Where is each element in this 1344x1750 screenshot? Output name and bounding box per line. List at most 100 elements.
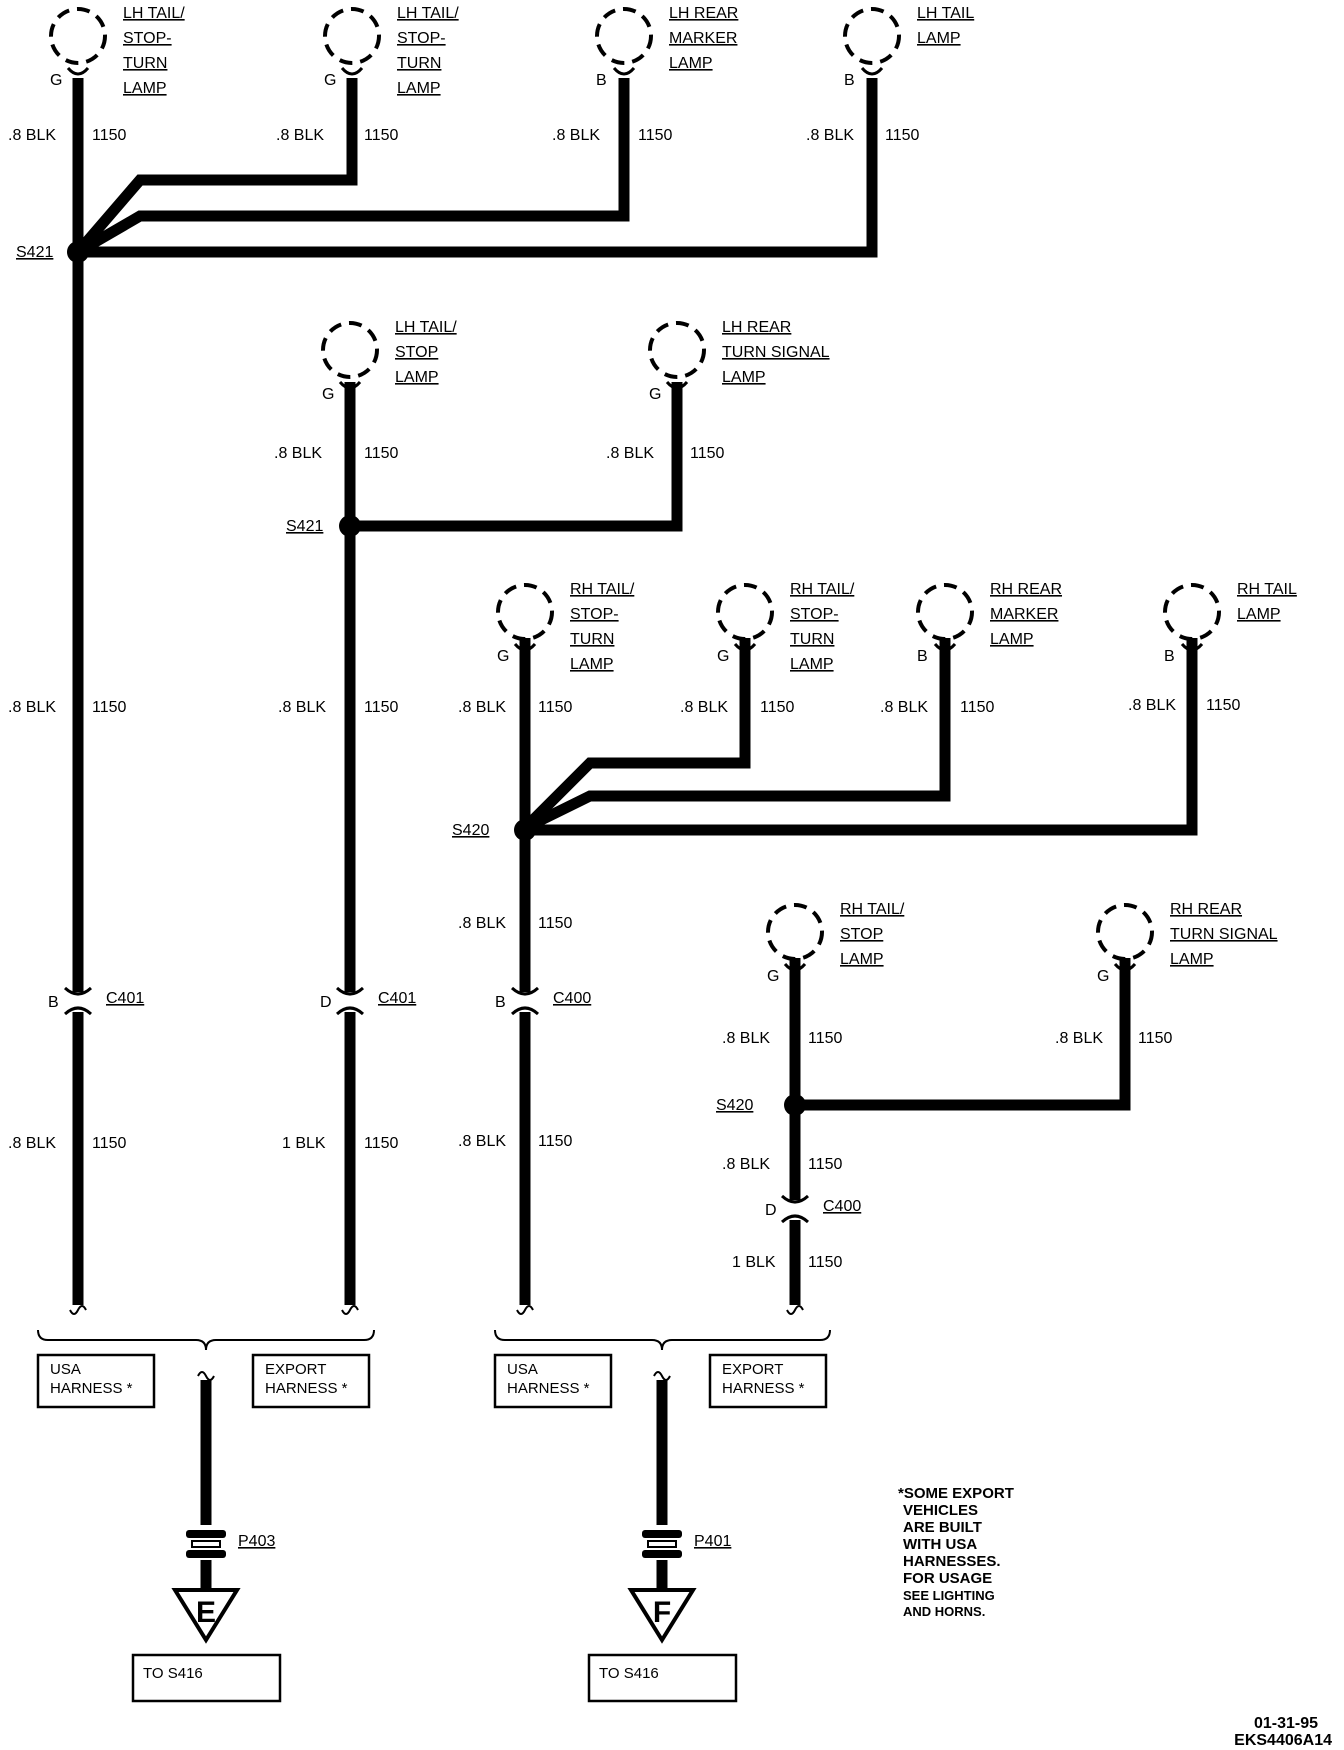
connector-pin-label: B — [48, 994, 59, 1011]
splice-s421-mid-label: S421 — [286, 518, 323, 535]
lamp-name-line: LAMP — [397, 80, 441, 97]
usa-harness-label-line2: HARNESS * — [50, 1380, 133, 1397]
wire-lh6 — [350, 382, 683, 532]
wire-circuit-label: 1150 — [760, 699, 795, 716]
wire-circuit-label: 1150 — [808, 1254, 843, 1271]
connector-male-icon — [63, 1006, 93, 1016]
connector-p403-label: P403 — [238, 1533, 275, 1550]
note-line: HARNESSES. — [903, 1553, 1001, 1570]
wire-gauge-label: .8 BLK — [680, 699, 728, 716]
lamp-name-line: TURN — [570, 631, 614, 648]
connector-female-icon — [780, 1194, 810, 1204]
wire-gauge-label: .8 BLK — [458, 699, 506, 716]
wire-gauge-label: .8 BLK — [722, 1156, 770, 1173]
lamp-name-line: TURN — [397, 55, 441, 72]
ground-letter-f: F — [653, 1596, 671, 1629]
lamp-name-line: STOP- — [123, 30, 172, 47]
wire-gauge-label: .8 BLK — [1128, 697, 1176, 714]
export-harness-label-line1: EXPORT — [722, 1361, 783, 1378]
lamp-socket-mark — [783, 962, 807, 972]
lamp-name-line: LH TAIL/ — [123, 5, 185, 22]
figure-footer: 01-31-95 EKS4406A14 — [1234, 1715, 1332, 1749]
export-harness-label-line1: EXPORT — [265, 1361, 326, 1378]
wire-circuit-label: 1150 — [960, 699, 995, 716]
connector-gap — [783, 1200, 807, 1220]
lamp-socket-mark — [612, 66, 636, 76]
lamp-name-line: LAMP — [1237, 606, 1281, 623]
lamp-name-line: LAMP — [722, 369, 766, 386]
lamp-socket-mark — [338, 380, 362, 390]
wire-gauge-label: .8 BLK — [276, 127, 324, 144]
connector-male-icon — [510, 1006, 540, 1016]
lamp-pin-label: G — [717, 648, 729, 665]
lamp-bulb-icon — [323, 7, 381, 65]
lamp-name-line: TURN — [123, 55, 167, 72]
lamp-pin-label: G — [497, 648, 509, 665]
lamp-name-line: LAMP — [395, 369, 439, 386]
wire-gauge-label: 1 BLK — [282, 1135, 326, 1152]
wire-labels: .8 BLK 1150 .8 BLK 1150 .8 BLK 1150 .8 B… — [8, 127, 1241, 1271]
connector-name-label: C401 — [378, 990, 416, 1007]
inline-connector-body — [186, 1550, 226, 1558]
lamp-name-line: STOP- — [570, 606, 619, 623]
splice-s420-lower-dot — [784, 1094, 806, 1116]
usa-harness-box-right — [493, 1353, 613, 1409]
wire-circuit-label: 1150 — [1138, 1030, 1173, 1047]
note-line: SEE LIGHTING — [903, 1588, 995, 1603]
inline-connector-body — [642, 1530, 682, 1538]
lamp-name-line: LAMP — [570, 656, 614, 673]
lamp-pin-label: G — [649, 386, 661, 403]
lamp-bulb-icon — [1096, 903, 1154, 961]
lamp-name-line: LAMP — [917, 30, 961, 47]
lamp-socket-mark — [340, 66, 364, 76]
connector-gap — [338, 992, 362, 1012]
wire-circuit-label: 1150 — [364, 1135, 399, 1152]
export-harness-label-line2: HARNESS * — [265, 1380, 348, 1397]
footnote: *SOME EXPORT VEHICLES ARE BUILT WITH USA… — [898, 1485, 1014, 1619]
wire-end-mark — [341, 1305, 359, 1315]
wire-gauge-label: .8 BLK — [880, 699, 928, 716]
note-line: WITH USA — [903, 1536, 977, 1553]
lamp-socket-mark — [860, 66, 884, 76]
ground-triangle-f — [627, 1588, 697, 1644]
connector-p401-label: P401 — [694, 1533, 731, 1550]
lamp-name-line: TURN SIGNAL — [722, 344, 830, 361]
ground-dest-label-left: TO S416 — [143, 1665, 203, 1682]
wire-circuit-label: 1150 — [92, 699, 127, 716]
lamp-bulb-icon — [766, 903, 824, 961]
wire-circuit-label: 1150 — [92, 127, 127, 144]
wire-rh4 — [525, 638, 1198, 836]
wire-circuit-label: 1150 — [885, 127, 920, 144]
harness-brace-left — [37, 1329, 375, 1351]
lamp-name-line: LH TAIL/ — [395, 319, 457, 336]
wire-gauge-label: .8 BLK — [722, 1030, 770, 1047]
lamp-name-line: STOP — [840, 926, 883, 943]
splice-s421-top-label: S421 — [16, 244, 53, 261]
lamp-name-line: RH TAIL/ — [570, 581, 635, 598]
wire-lh3 — [75, 78, 630, 257]
lamp-pin-label: B — [1164, 648, 1175, 665]
lamp-name-line: LAMP — [1170, 951, 1214, 968]
lamp-socket-mark — [66, 66, 90, 76]
lamp-name-line: RH TAIL/ — [840, 901, 905, 918]
ground-dest-label-right: TO S416 — [599, 1665, 659, 1682]
lamp-name-line: TURN SIGNAL — [1170, 926, 1278, 943]
wire-circuit-label: 1150 — [538, 915, 573, 932]
lamp-name-line: LAMP — [123, 80, 167, 97]
grounds: P403 E TO S416 P401 F TO S416 — [131, 1530, 738, 1703]
wire-lh4 — [78, 78, 878, 258]
wire-circuit-label: 1150 — [538, 699, 573, 716]
wire-gauge-label: .8 BLK — [274, 445, 322, 462]
wire-gauge-label: .8 BLK — [8, 699, 56, 716]
wire-lh2 — [73, 78, 358, 256]
lamp-rh1: G RH TAIL/STOP- TURN LAMP — [496, 581, 635, 673]
